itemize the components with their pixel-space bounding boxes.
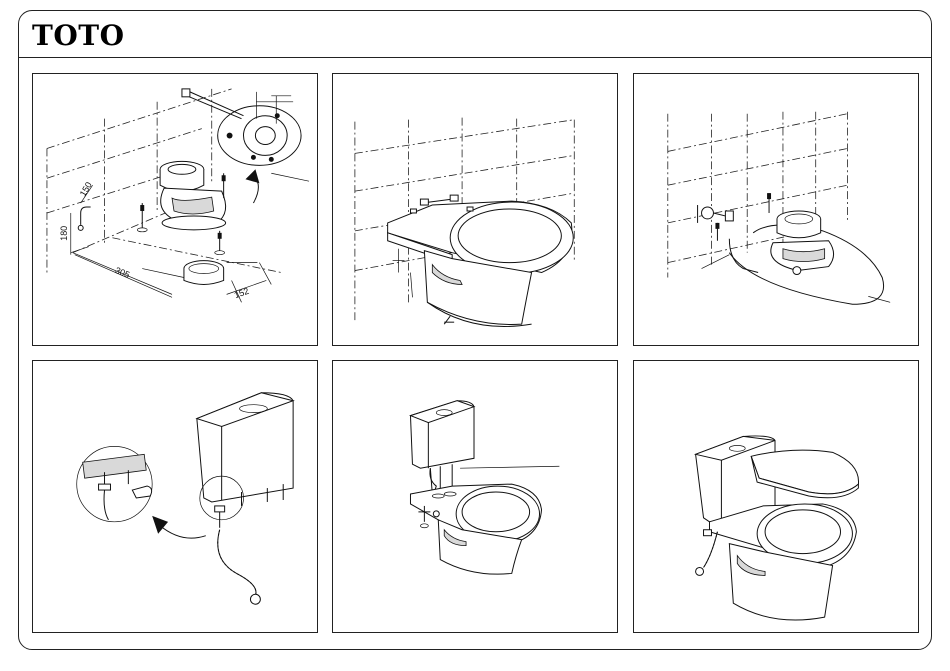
step-6-panel (633, 360, 919, 633)
step-1-floor-layout-drawing: 150 180 305 152 (33, 74, 317, 345)
step-6-completed-toilet-drawing (634, 361, 918, 632)
header-divider (18, 57, 932, 58)
dimension-label: 150 (78, 180, 94, 198)
step-4-tank-hose-drawing (33, 361, 317, 632)
step-2-bowl-placement-drawing (333, 74, 617, 345)
step-5-tank-mount-drawing (333, 361, 617, 632)
step-3-outline-drawing (634, 74, 918, 345)
step-5-panel (332, 360, 618, 633)
toto-logo: TOTO (32, 19, 124, 52)
dimension-label: 152 (233, 286, 250, 301)
dimension-label: 180 (59, 226, 69, 241)
step-3-panel (633, 73, 919, 346)
step-2-panel (332, 73, 618, 346)
dimension-label: 305 (114, 265, 132, 280)
step-4-panel (32, 360, 318, 633)
step-1-panel: 150 180 305 152 (32, 73, 318, 346)
